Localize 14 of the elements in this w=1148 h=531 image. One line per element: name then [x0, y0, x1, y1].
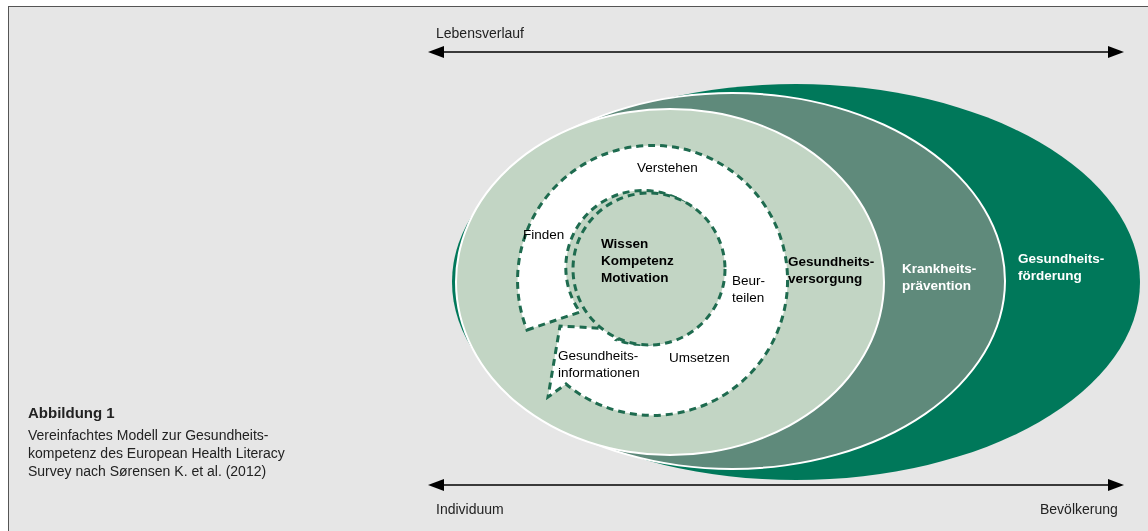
- node-label: Gesundheits- förderung: [1018, 250, 1106, 284]
- axis-label: Lebensverlauf: [436, 24, 525, 42]
- node-label: Gesundheits- versorgung: [788, 253, 876, 287]
- node-label: Gesundheits- informationen: [558, 347, 641, 381]
- node-label: Beur- teilen: [732, 272, 766, 306]
- axis-label: Bevölkerung: [1040, 500, 1119, 518]
- node-label: Wissen Kompetenz Motivation: [601, 235, 675, 286]
- axis-label: Individuum: [436, 500, 505, 518]
- figure-caption: Vereinfachtes Modell zur Gesundheits- kompetenz des European Health Literacy Survey nach Sørensen K. et al. (2012): [28, 426, 286, 480]
- node-label: Krankheits- prävention: [902, 260, 978, 294]
- figure-number: Abbildung 1: [28, 404, 116, 422]
- node-label: Umsetzen: [669, 349, 731, 366]
- node-label: Verstehen: [637, 159, 699, 176]
- node-label: Finden: [523, 226, 566, 243]
